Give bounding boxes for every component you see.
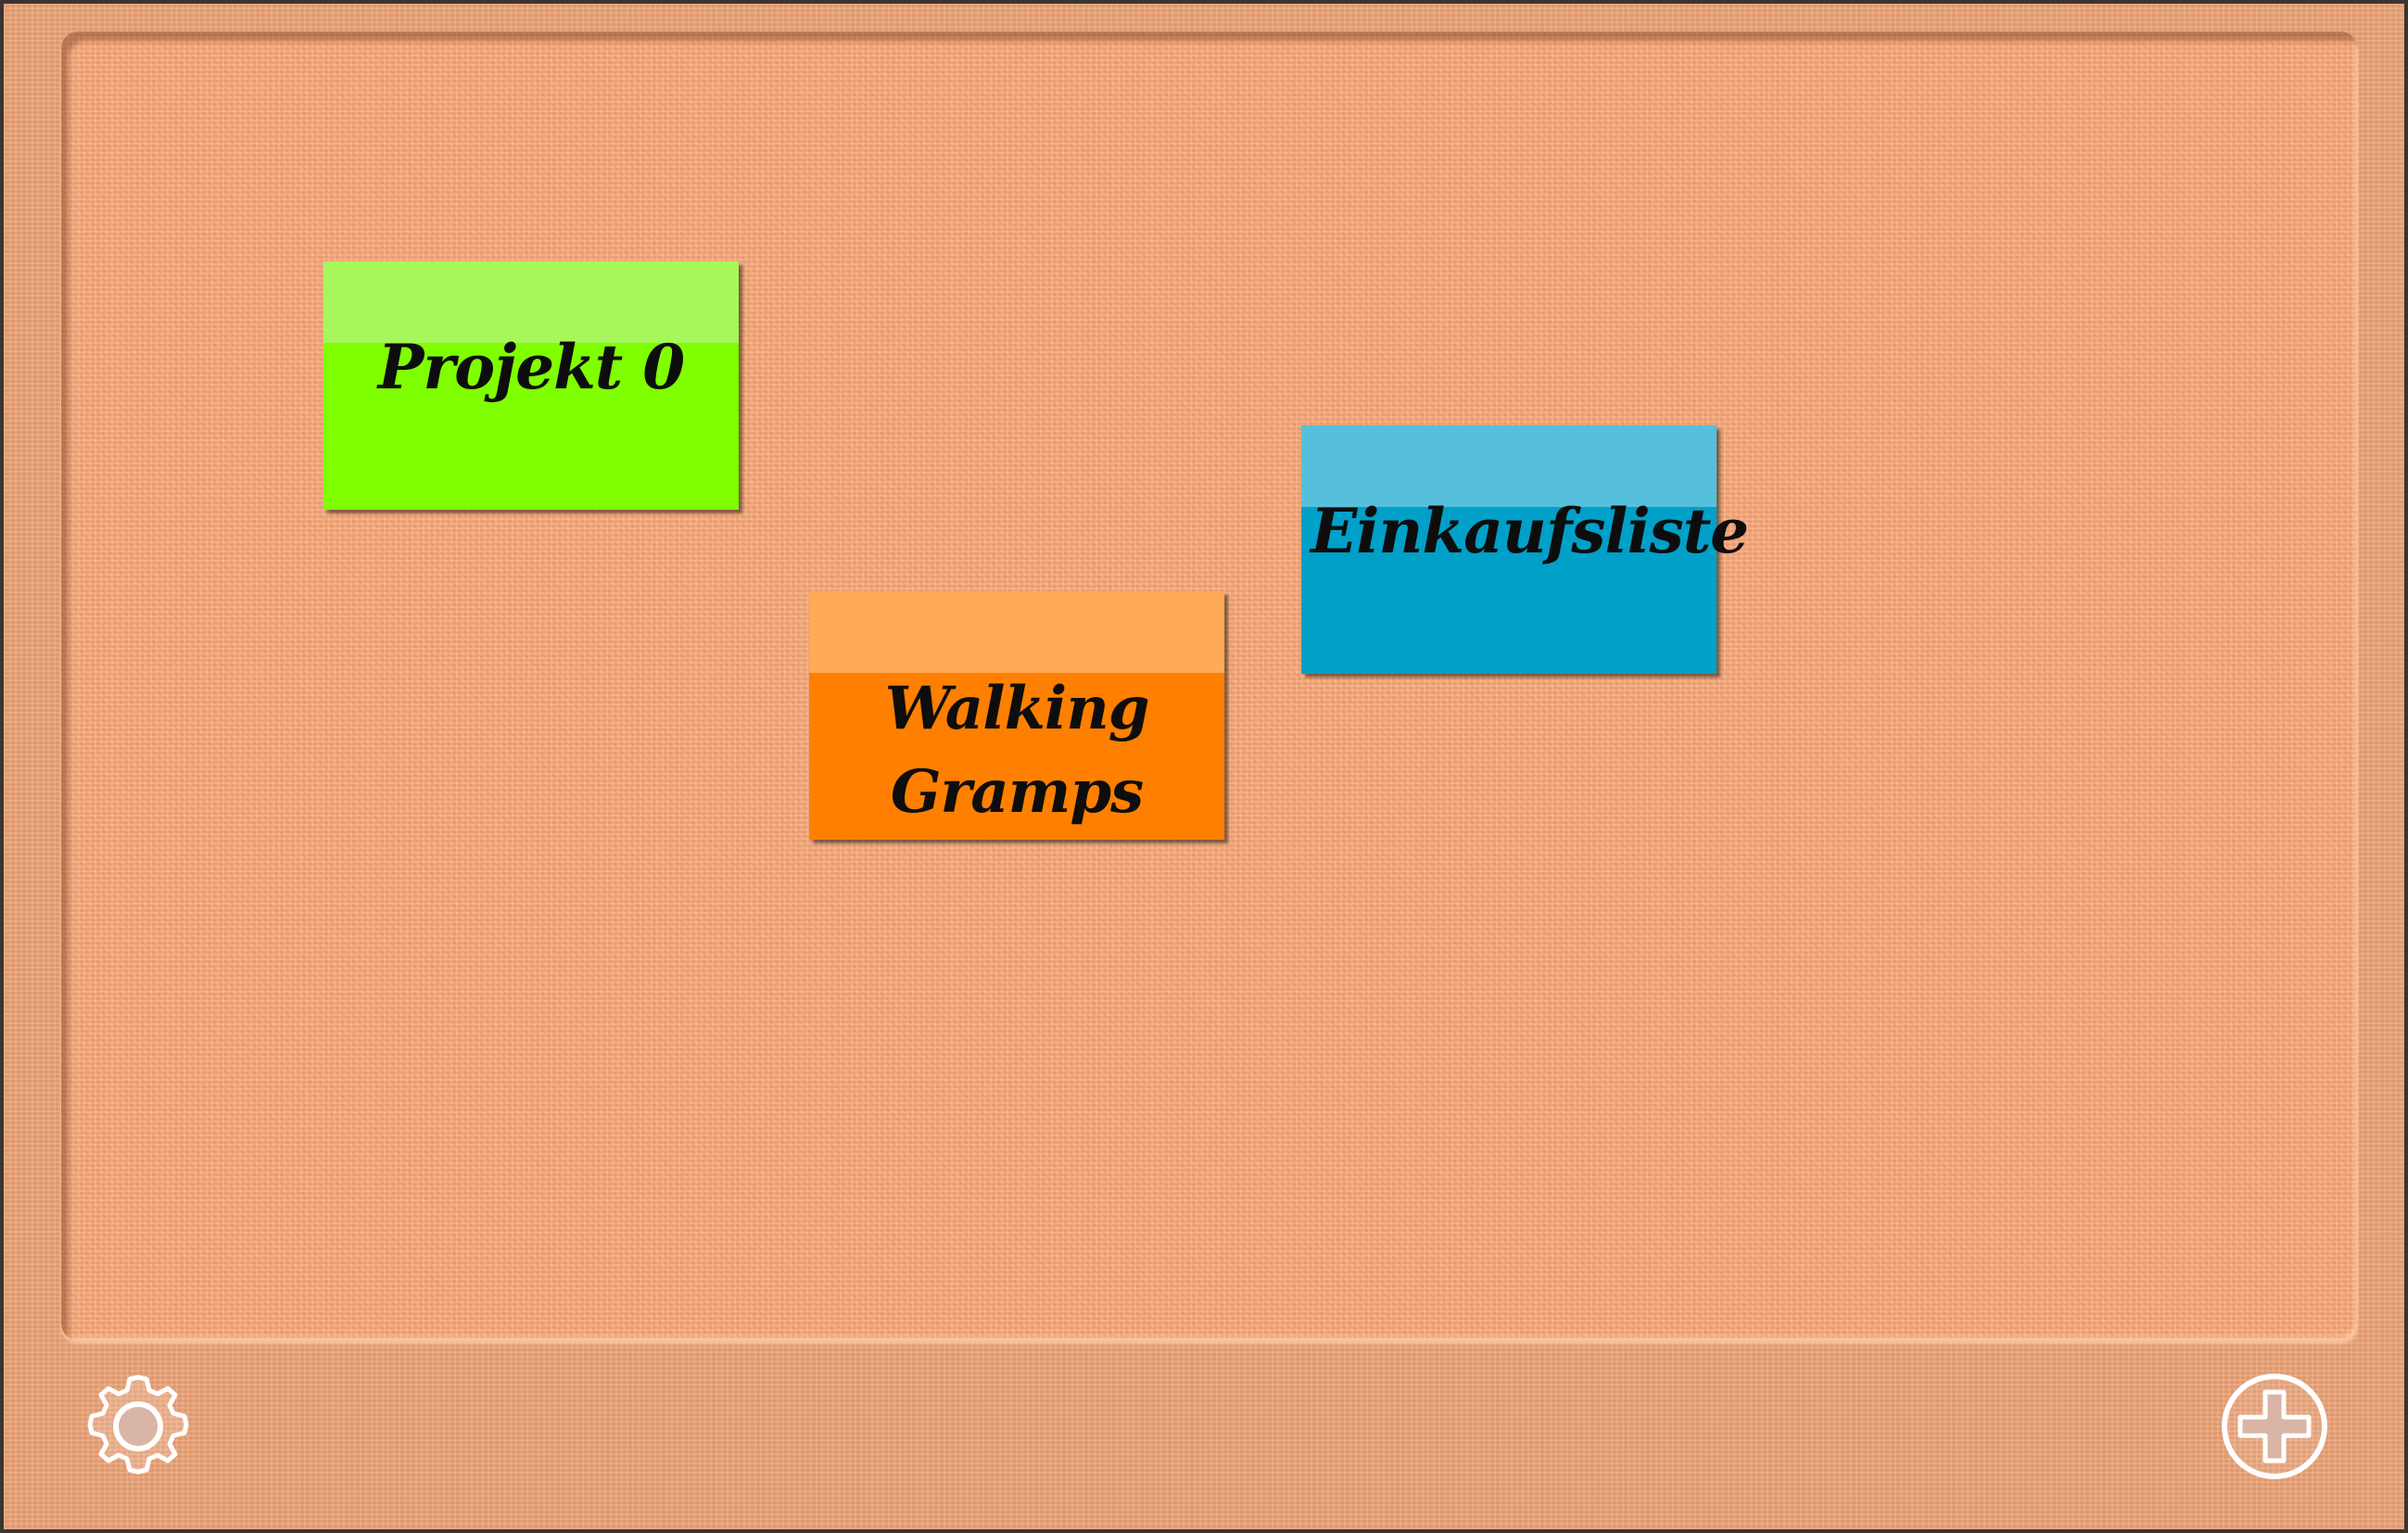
settings-button[interactable] — [83, 1372, 193, 1481]
note-title: Einkaufsliste — [1311, 495, 1749, 567]
note-header-strip — [323, 261, 739, 343]
note-header-strip — [809, 591, 1224, 673]
note-body — [323, 343, 739, 510]
note-board[interactable]: Projekt 0 Walking Gramps Einkaufsliste — [61, 32, 2358, 1340]
note-title: Walking Gramps — [884, 674, 1149, 827]
add-note-button[interactable] — [2220, 1372, 2329, 1481]
note-projekt-0[interactable]: Projekt 0 — [323, 261, 739, 510]
plus-circle-icon — [2222, 1374, 2327, 1479]
note-header-strip — [1301, 425, 1717, 507]
gear-icon — [87, 1375, 189, 1475]
note-body — [809, 673, 1224, 840]
note-body — [1301, 507, 1717, 674]
note-title: Projekt 0 — [377, 331, 685, 403]
note-walking-gramps[interactable]: Walking Gramps — [809, 591, 1224, 840]
note-einkaufsliste[interactable]: Einkaufsliste — [1301, 425, 1749, 674]
